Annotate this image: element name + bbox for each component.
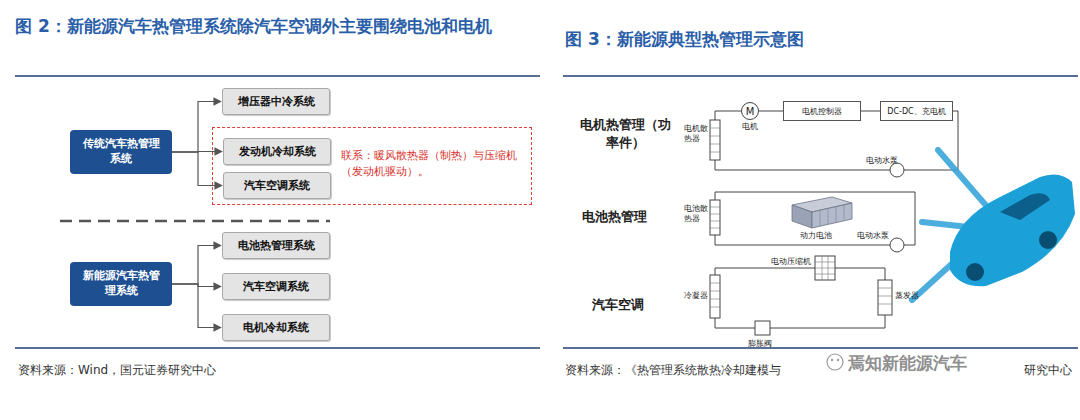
node-text: 电池热管理系统 (238, 238, 315, 253)
node-text: 联系：暖风散热器（制热）与压缩机（发动机驱动）。 (341, 148, 521, 180)
heat-exchangers (710, 120, 904, 335)
component-box: DC-DC、充电机 (880, 101, 953, 121)
fins (710, 128, 892, 307)
figure-title: 图 3：新能源典型热管理示意图 (565, 28, 965, 51)
node-text: 汽车空调系统 (244, 178, 310, 193)
part-name: 冷凝器 (684, 290, 709, 301)
node-text: 电机控制器 (802, 106, 842, 117)
subsystem-box: 增压器中冷系统 (222, 88, 330, 115)
row-label: 电机热管理（功率件） (578, 116, 673, 151)
separator (60, 220, 330, 223)
node-text: 新能源汽车热管理系统 (80, 269, 162, 299)
source-note: 研究中心 (1024, 362, 1076, 379)
subsystem-box: 汽车空调系统 (222, 273, 330, 300)
row-label: 电池热管理 (582, 208, 682, 226)
part-name: 电动压缩机 (771, 256, 815, 267)
connector (172, 246, 221, 285)
connector (759, 111, 783, 112)
node-text: 电机 (742, 121, 758, 132)
subsystem-box: 电机冷却系统 (222, 314, 330, 341)
figure-title: 图 2：新能源汽车热管理系统除汽车空调外主要围绕电池和电机 (15, 12, 535, 40)
part-name: 电池散热器 (684, 204, 709, 223)
system-box: 新能源汽车热管理系统 (70, 262, 172, 306)
car (950, 174, 1075, 286)
source-note: 资料来源：Wind，国元证券研究中心 (18, 362, 418, 379)
part-name: 电机散热器 (684, 124, 709, 143)
part-name: 电动水泵 (866, 155, 906, 166)
row-label: 汽车空调 (592, 296, 682, 314)
connector (172, 152, 222, 186)
power-battery (792, 197, 852, 228)
node-text: 发动机冷却系统 (239, 144, 316, 159)
node-text: 电机冷却系统 (243, 320, 309, 335)
node-text: 增压器中冷系统 (238, 94, 315, 109)
rule-lines (15, 76, 1078, 348)
connector (861, 111, 880, 112)
component-box: 电机控制器 (783, 101, 861, 121)
source-note: 资料来源：《热管理系统散热冷却建模与 (565, 362, 835, 379)
node-text: M (746, 106, 755, 117)
node-text: DC-DC、充电机 (887, 106, 945, 117)
part-name: 电动水泵 (857, 230, 897, 241)
system-box: 传统汽车热管理系统 (70, 130, 172, 174)
part-name: 膨胀阀 (748, 338, 778, 349)
node-text: 汽车空调系统 (243, 279, 309, 294)
subsystem-box: 电池热管理系统 (222, 232, 330, 259)
part-name: 动力电池 (800, 230, 840, 241)
link-callout: 联系：暖风散热器（制热）与压缩机（发动机驱动）。 发动机冷却系统汽车空调系统 (212, 127, 532, 205)
watermark: 焉知新能源汽车 (848, 352, 1028, 375)
wechat-icon (827, 354, 843, 370)
subsystem-box: 发动机冷却系统 (223, 138, 331, 165)
part-name: 蒸发器 (895, 290, 925, 301)
subsystem-box: 汽车空调系统 (223, 172, 331, 199)
node-text: 传统汽车热管理系统 (80, 137, 162, 167)
motor-symbol: M电机 (741, 102, 759, 120)
connector (172, 284, 221, 328)
